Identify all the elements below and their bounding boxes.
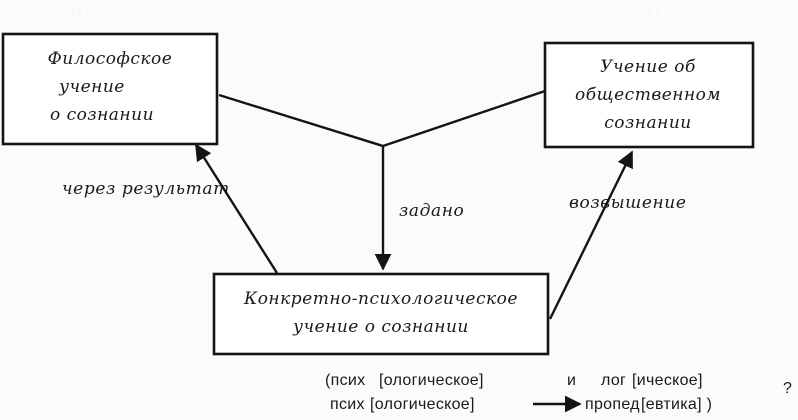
scan-artifact-left: · · ·	[70, 7, 89, 21]
edge-label-through-result: через результат	[62, 179, 230, 199]
node-philosophical-line-1: Философское	[48, 49, 173, 69]
formula-log: лог	[601, 372, 626, 389]
formula-and: и	[567, 372, 576, 389]
formula-question-mark: ?	[783, 380, 792, 397]
formula-proped-bracket: [евтика] )	[641, 396, 712, 413]
edge-label-elevation: возвышение	[569, 193, 687, 213]
node-concrete: Конкретно-психологическое учение о созна…	[212, 272, 550, 356]
formula-proped: пропед	[585, 396, 640, 413]
node-philosophical-box	[1, 32, 219, 146]
formula-psych-bracket-2: [ологическое]	[370, 396, 475, 413]
node-social-box	[543, 41, 755, 149]
connector-social-to-junction	[382, 89, 546, 148]
node-social: Учение об общественном сознании	[543, 41, 755, 149]
node-concrete-line-1: Конкретно-психологическое	[243, 289, 518, 309]
node-concrete-box	[212, 272, 550, 356]
node-social-line-2: общественном	[575, 85, 721, 105]
node-social-line-3: сознании	[604, 113, 691, 133]
scan-artifact-right: · · ·	[640, 7, 659, 21]
formula-line-2: псих [ологическое] пропед [евтика] )	[330, 395, 712, 413]
node-philosophical: Философское учение о сознании	[1, 32, 219, 146]
node-philosophical-line-2: учение	[58, 77, 125, 97]
formula-line-1: (псих [ологическое] и лог [ическое] ?	[325, 372, 792, 397]
arrow-to-philosophical	[194, 143, 279, 274]
formula-psych-open: (псих	[325, 372, 365, 389]
formula-psych-bracket: [ологическое]	[379, 372, 484, 389]
node-social-line-1: Учение об	[600, 57, 696, 77]
node-concrete-line-2: учение о сознании	[292, 317, 469, 337]
node-philosophical-line-3: о сознании	[50, 105, 154, 125]
edge-label-given: задано	[399, 201, 464, 221]
arrow-to-social	[548, 150, 634, 320]
formula-psych-2: псих	[330, 396, 365, 413]
connector-philosophical-to-junction	[218, 93, 384, 148]
formula-log-bracket: [ическое]	[632, 372, 703, 389]
